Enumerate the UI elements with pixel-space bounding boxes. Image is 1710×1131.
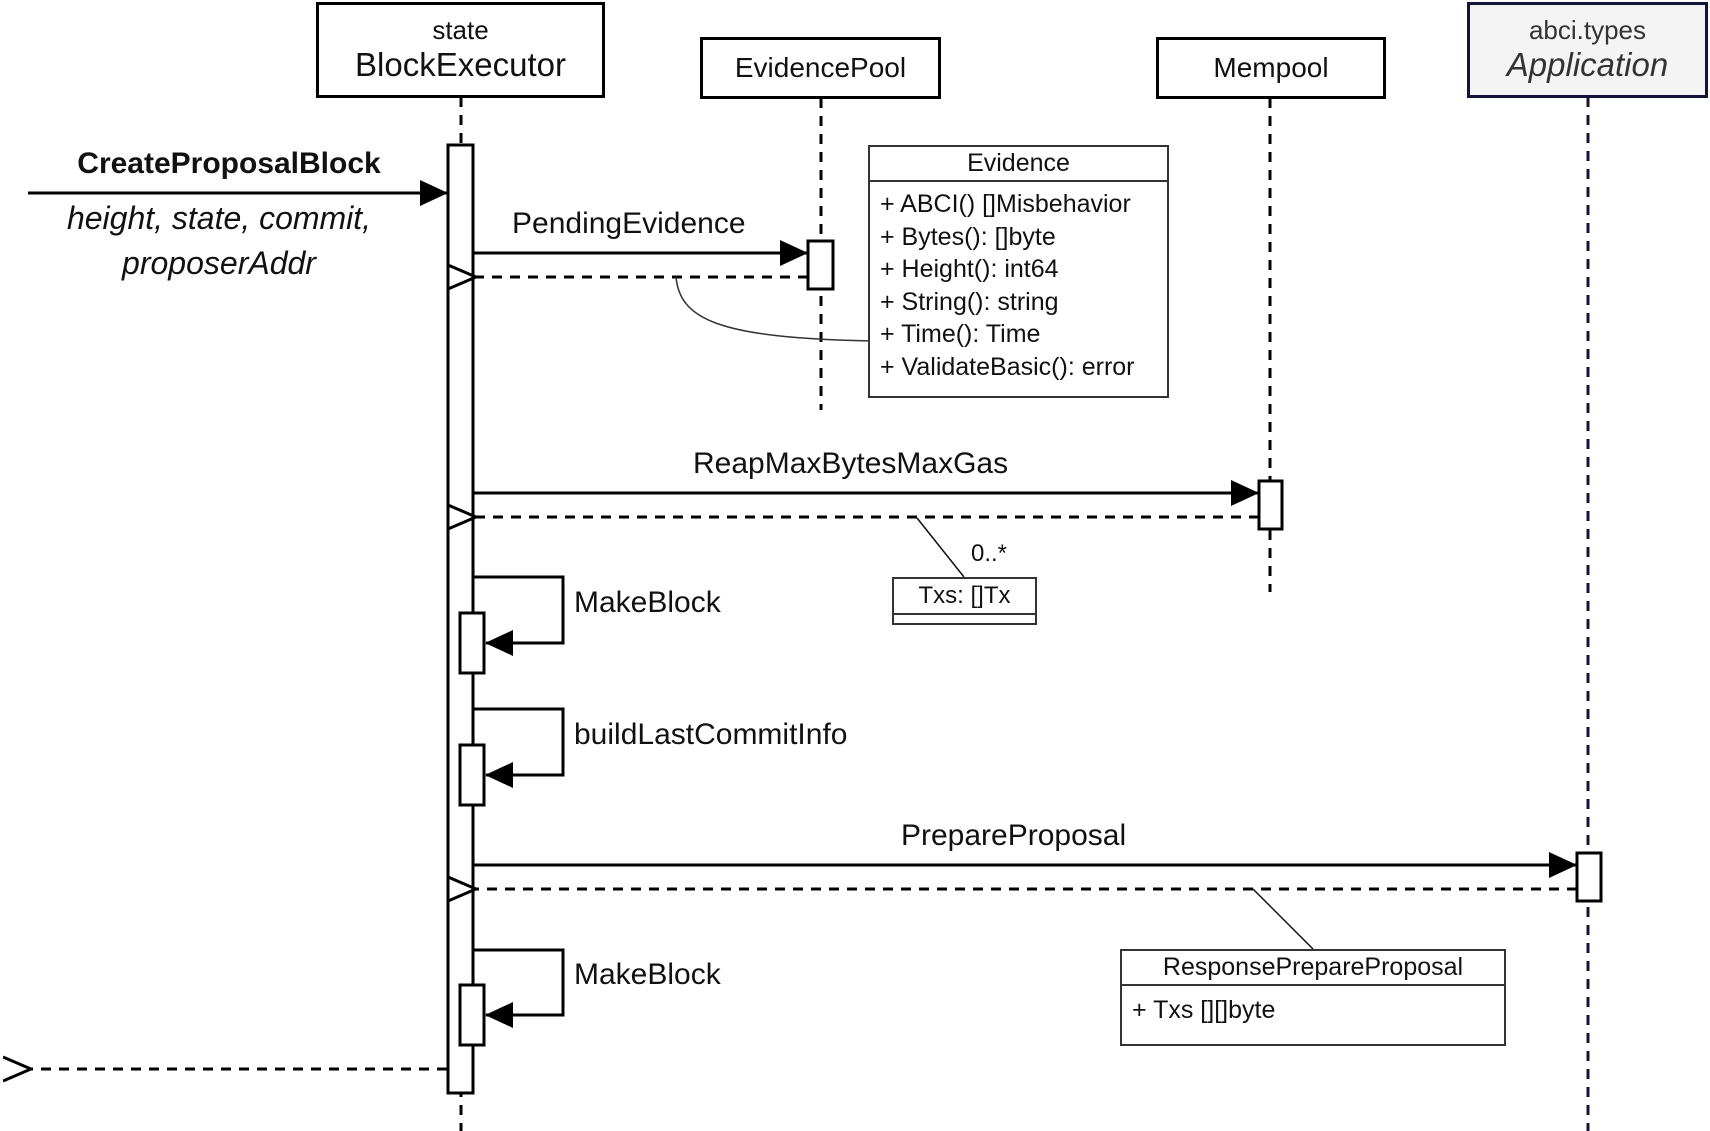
activation-application: [1575, 851, 1603, 903]
participant-name: BlockExecutor: [355, 46, 566, 83]
response-note-connector: [1252, 888, 1314, 950]
incoming-call-args-line2: proposerAddr: [122, 245, 316, 281]
class-evidence: Evidence + ABCI() []Misbehavior + Bytes(…: [868, 145, 1169, 398]
participant-blockexecutor[interactable]: state BlockExecutor: [316, 2, 605, 98]
participant-mempool[interactable]: Mempool: [1156, 37, 1386, 99]
message-label-makeblock-2: MakeBlock: [574, 958, 721, 991]
class-member: + Txs [][]byte: [1132, 996, 1276, 1024]
class-name: ResponsePrepareProposal: [1122, 951, 1504, 986]
participant-name: Mempool: [1213, 52, 1329, 83]
class-name: Evidence: [870, 147, 1167, 182]
activation-mempool: [1257, 479, 1284, 531]
class-member: + ABCI() []Misbehavior: [880, 190, 1131, 218]
makeblock-1-loop: [473, 575, 565, 656]
makeblock-2-loop: [473, 948, 565, 1028]
class-member: + ValidateBasic(): error: [880, 352, 1135, 381]
participant-stereotype: abci.types: [1528, 15, 1647, 45]
class-member: + Bytes(): []byte: [880, 222, 1056, 251]
txs-multiplicity: 0..*: [971, 540, 1008, 567]
participant-name: EvidencePool: [734, 52, 907, 83]
message-label-reap: ReapMaxBytesMaxGas: [693, 447, 1009, 480]
activation-makeblock-2: [458, 983, 486, 1047]
txs-note-connector: [916, 517, 965, 578]
class-response-prepare-proposal: ResponsePrepareProposal + Txs [][]byte: [1120, 949, 1506, 1046]
participant-application[interactable]: abci.types Application: [1467, 2, 1708, 98]
buildlastcommitinfo-loop: [473, 707, 565, 788]
incoming-call-label: CreateProposalBlock: [77, 147, 381, 180]
message-label-makeblock-1: MakeBlock: [574, 586, 721, 619]
class-txs: Txs: []Tx: [892, 577, 1037, 625]
class-member: + Time(): Time: [880, 320, 1041, 348]
participant-name: Application: [1506, 46, 1669, 83]
class-member: + Height(): int64: [880, 255, 1059, 283]
class-name: Txs: []Tx: [894, 579, 1035, 615]
activation-evidencepool: [806, 239, 835, 291]
activation-buildlastcommitinfo: [458, 743, 486, 807]
message-label-buildlastcommitinfo: buildLastCommitInfo: [574, 718, 848, 751]
evidence-note-connector: [675, 276, 873, 342]
participant-stereotype: state: [432, 15, 489, 45]
message-label-prepare-proposal: PrepareProposal: [901, 819, 1127, 852]
activation-makeblock-1: [458, 611, 486, 675]
class-member: + String(): string: [880, 287, 1059, 316]
participant-evidencepool[interactable]: EvidencePool: [700, 37, 941, 99]
message-label-pending-evidence: PendingEvidence: [512, 207, 746, 240]
incoming-call-args-line1: height, state, commit,: [66, 200, 372, 236]
class-members: + Txs [][]byte: [1122, 986, 1504, 1031]
class-members: + ABCI() []Misbehavior + Bytes(): []byte…: [870, 182, 1167, 387]
